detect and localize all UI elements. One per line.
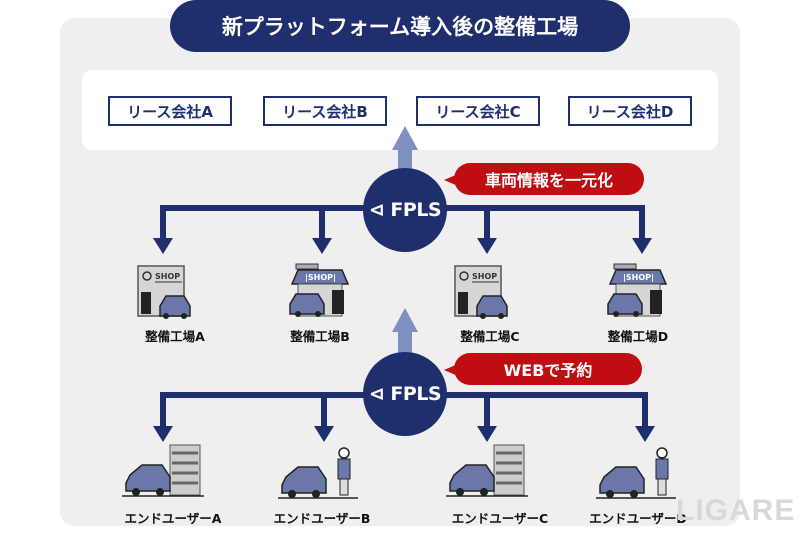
workshop-b-label: 整備工場B: [290, 329, 350, 344]
end-user-b-icon: [277, 447, 359, 499]
workshop-d-icon: [607, 263, 667, 318]
ligare-watermark: LIGARE: [676, 494, 796, 527]
end-user-a-icon: [120, 443, 206, 498]
fpls-logo-upper: ⊲ FPLS: [363, 168, 447, 252]
workshop-b-sign: SHOP: [305, 273, 336, 282]
up-arrow-to-lease: [392, 126, 418, 174]
end-user-b-label: エンドユーザーB: [273, 511, 371, 526]
end-user-d-icon: [595, 447, 677, 499]
fpls-mark-icon: ⊲: [368, 383, 391, 405]
workshop-d-label: 整備工場D: [607, 329, 669, 344]
fpls-logo-lower: ⊲ FPLS: [363, 352, 447, 436]
callout-unify-vehicle-info: 車両情報を一元化: [444, 163, 644, 195]
lease-company-c: リース会社C: [416, 96, 540, 126]
end-user-a-label: エンドユーザーA: [124, 511, 222, 526]
workshop-d-sign: SHOP: [623, 273, 654, 282]
lease-company-b: リース会社B: [263, 96, 387, 126]
callout-web-booking: WEBで予約: [444, 353, 642, 385]
up-arrow-to-workshops: [392, 308, 418, 358]
workshop-a-sign: SHOP: [155, 272, 181, 281]
end-user-d-label: エンドユーザーD: [589, 511, 687, 526]
workshop-a-label: 整備工場A: [145, 329, 205, 344]
end-user-c-label: エンドユーザーC: [451, 511, 549, 526]
lease-company-d: リース会社D: [568, 96, 692, 126]
fpls-mark-icon: ⊲: [368, 199, 391, 221]
page-title: 新プラットフォーム導入後の整備工場: [170, 0, 630, 52]
workshop-c-label: 整備工場C: [460, 329, 520, 344]
end-user-c-icon: [444, 443, 530, 498]
lease-company-a: リース会社A: [108, 96, 232, 126]
workshop-c-sign: SHOP: [472, 272, 498, 281]
workshop-b-icon: [289, 263, 349, 318]
